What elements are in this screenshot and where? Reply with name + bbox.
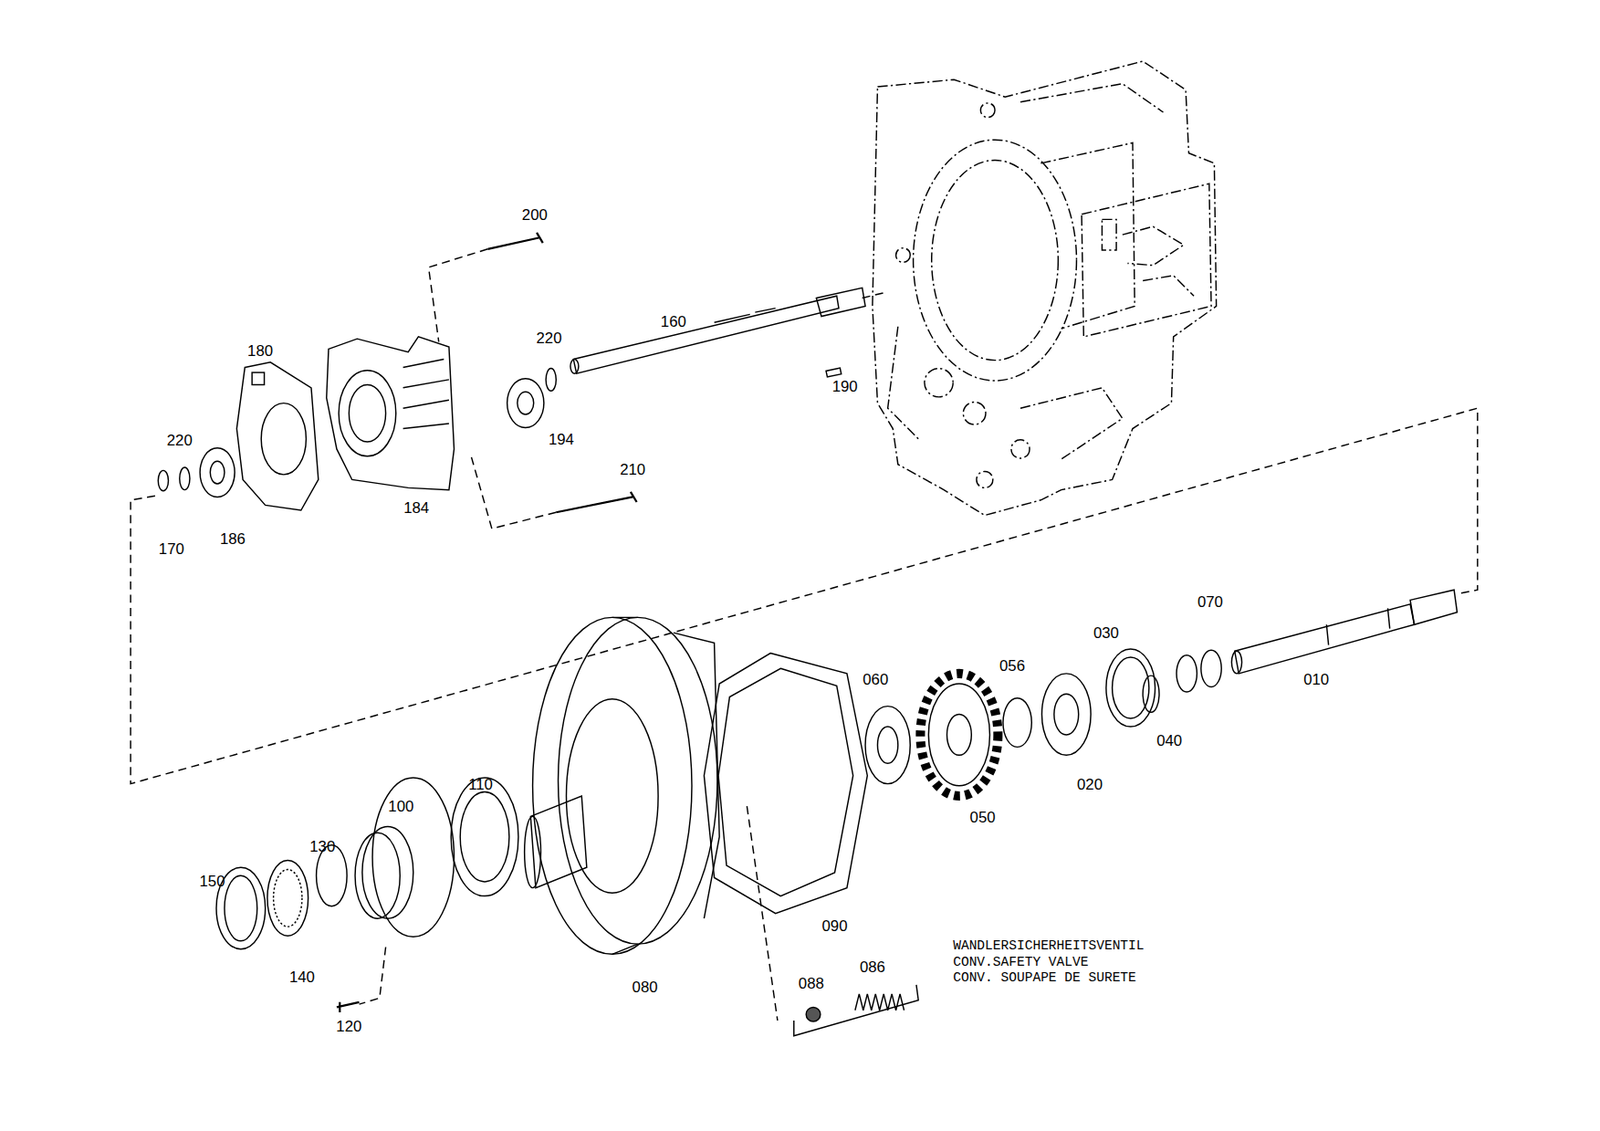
callout-number: 200 [520,205,550,223]
ball [805,1006,821,1022]
callout-number: 120 [334,1016,364,1035]
callout-number: 170 [156,539,187,557]
callout-number: 056 [997,656,1027,674]
pump-body [524,616,721,954]
shaft [1231,589,1457,674]
callout-number: 210 [617,460,648,479]
callout-number: 130 [307,836,337,855]
callout-number: 088 [796,973,827,992]
callout-number: 150 [197,871,227,889]
bearing [865,706,910,785]
callout-number: 190 [829,376,859,395]
note-text: CONV.SAFETY VALVE [952,954,1088,969]
washer [1106,648,1156,727]
callout-number: 194 [546,429,576,448]
assembly-line [130,249,1478,1021]
callout-number: 110 [466,774,495,793]
shaft [570,287,866,374]
bearing [507,378,544,429]
callout-number: 160 [658,313,689,331]
callout-number: 050 [967,807,997,826]
gasket [450,777,519,897]
callout-number: 010 [1301,669,1331,688]
callout-number: 070 [1195,592,1225,610]
spring [855,993,905,1011]
callout-number: 090 [819,917,849,935]
callout-number: 184 [401,498,431,516]
callout-number: 086 [857,957,888,975]
bearing [1041,673,1091,755]
callout-number: 220 [533,329,564,347]
callout-number: 100 [386,797,416,816]
bracket [794,984,919,1036]
callout-number: 080 [629,978,659,996]
gear [920,673,998,796]
note-text: WANDLERSICHERHEITSVENTIL [952,939,1144,953]
gasket [703,653,868,914]
callout-number: 180 [245,341,275,359]
callout-number: 186 [218,530,248,548]
callout-number: 060 [860,669,890,688]
gearbox-housing [872,61,1217,516]
callout-number: 040 [1154,731,1184,749]
bearing [199,448,235,498]
bearing [267,859,309,936]
note-text: CONV. SOUPAPE DE SURETE [952,971,1137,985]
gasket [236,362,318,511]
callout-number: 140 [287,967,317,985]
callout-number: 030 [1091,624,1121,642]
callout-number: 220 [165,430,195,449]
callout-number: 020 [1075,774,1105,793]
flange [372,777,454,937]
pump-housing [326,336,455,491]
